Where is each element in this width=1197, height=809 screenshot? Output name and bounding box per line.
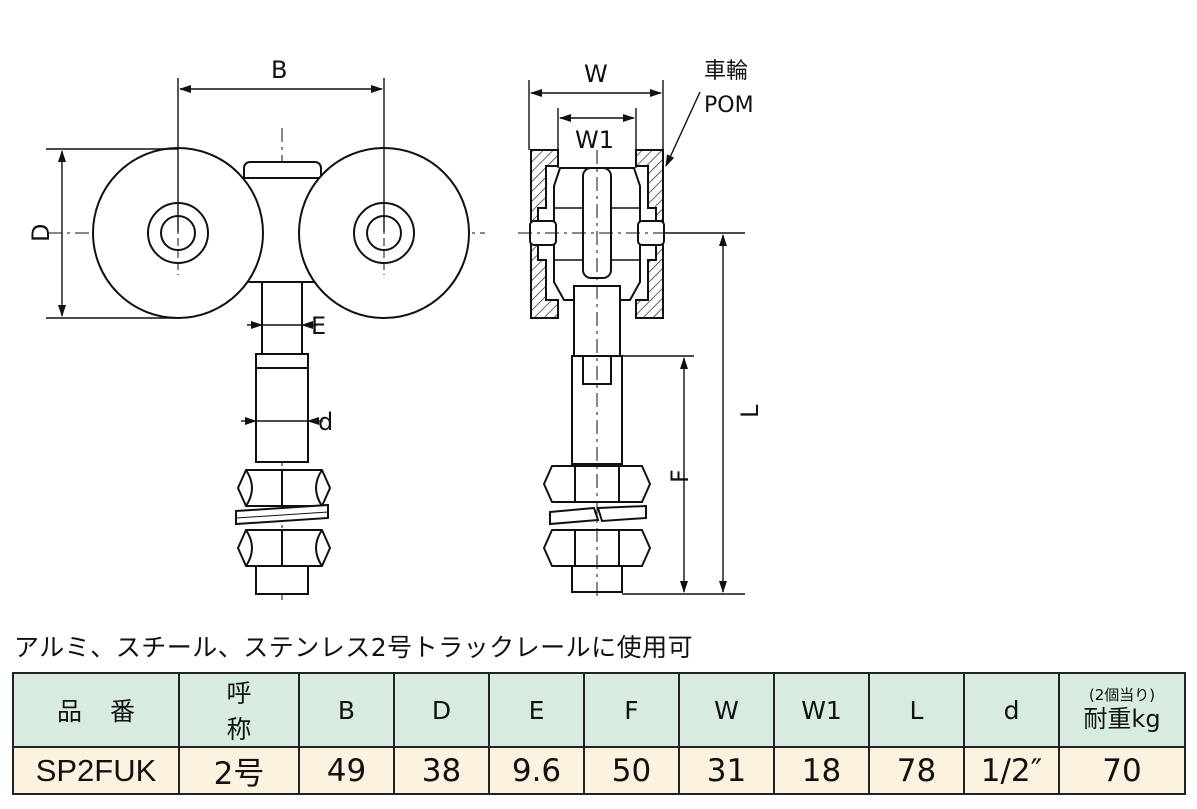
cell-w: 31 (678, 746, 775, 795)
header-l: L (868, 672, 965, 748)
side-dimensions (528, 80, 745, 595)
technical-drawing: B D E d (27, 56, 764, 600)
dim-label-e: E (311, 312, 326, 340)
cell-nominal: 2号 (178, 746, 300, 795)
front-dimensions (46, 78, 385, 425)
dim-label-d-small: d (318, 408, 333, 436)
cell-l: 78 (868, 746, 965, 795)
header-d: D (393, 672, 490, 748)
header-small-d: d (963, 672, 1060, 748)
header-b: B (298, 672, 395, 748)
cell-w1: 18 (773, 746, 870, 795)
header-model: 品番 (12, 672, 180, 748)
cell-e: 9.6 (488, 746, 585, 795)
dim-label-b: B (271, 56, 287, 84)
spec-table: 品番 呼称 B D E F W W1 L d (2個当り) 耐重kg SP2FU… (12, 672, 1186, 795)
front-view (48, 128, 485, 600)
header-w: W (678, 672, 775, 748)
header-w1: W1 (773, 672, 870, 748)
table-row: SP2FUK 2号 49 38 9.6 50 31 18 78 1/2″ 70 (12, 746, 1186, 795)
wheel-callout-label: 車輪 (704, 59, 748, 84)
dim-label-l: L (736, 404, 764, 418)
dim-label-w1: W1 (575, 126, 614, 154)
header-f: F (583, 672, 680, 748)
side-view (518, 149, 740, 600)
header-load: (2個当り) 耐重kg (1058, 672, 1186, 748)
cell-b: 49 (298, 746, 395, 795)
cell-small-d: 1/2″ (963, 746, 1060, 795)
dim-label-d-large: D (27, 224, 55, 242)
spec-header-row: 品番 呼称 B D E F W W1 L d (2個当り) 耐重kg (12, 672, 1186, 748)
wheel-material-label: POM (704, 93, 754, 118)
cell-d: 38 (393, 746, 490, 795)
dim-label-f: F (666, 469, 694, 483)
dim-label-w: W (584, 60, 608, 88)
header-load-label: 耐重kg (1083, 705, 1161, 733)
header-e: E (488, 672, 585, 748)
header-nominal: 呼称 (178, 672, 300, 748)
cell-load: 70 (1058, 746, 1186, 795)
header-load-note: (2個当り) (1088, 686, 1156, 704)
cell-f: 50 (583, 746, 680, 795)
usage-caption: アルミ、スチール、ステンレス2号トラックレールに使用可 (14, 633, 694, 662)
cell-model: SP2FUK (12, 746, 180, 795)
